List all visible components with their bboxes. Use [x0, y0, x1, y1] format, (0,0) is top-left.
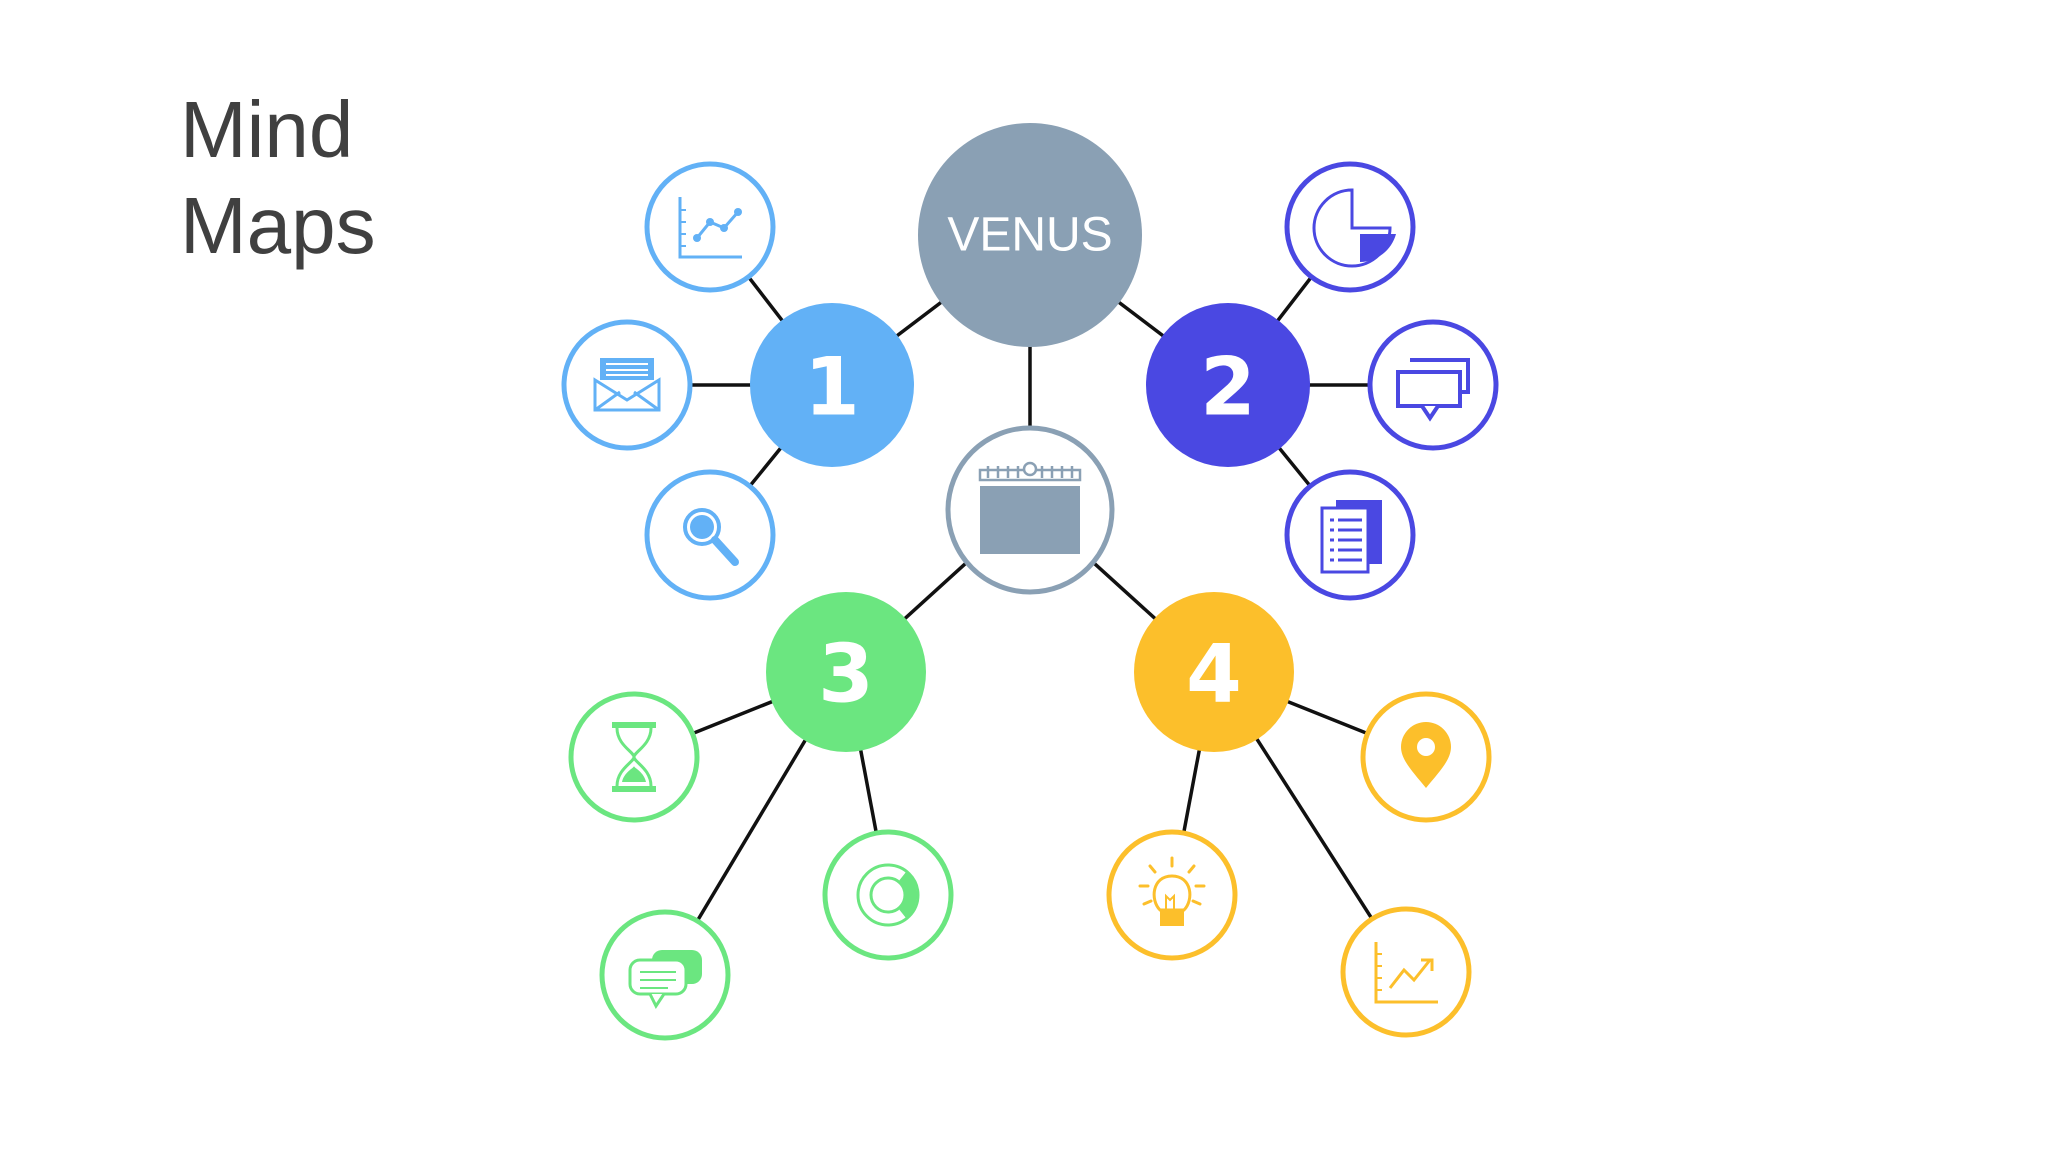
title-line-1: Mind — [180, 85, 354, 174]
branch-2: 2 — [1146, 303, 1310, 467]
branch-4: 4 — [1134, 592, 1294, 752]
branch-1-label: 1 — [804, 341, 860, 434]
venus-label: VENUS — [947, 209, 1112, 262]
venus-circle — [918, 123, 1142, 347]
pie-chart-icon — [1312, 188, 1396, 268]
branch-2-label: 2 — [1200, 341, 1256, 434]
branch-1-leaf-chart — [644, 161, 776, 293]
branch-3-leaf-hourglass — [568, 691, 700, 823]
calendar-icon — [978, 461, 1082, 554]
donut-chart-icon — [856, 863, 920, 927]
chat-icon — [628, 950, 702, 1009]
magnifier-icon — [683, 508, 739, 566]
calendar-node — [945, 425, 1115, 595]
branch-1: 1 — [750, 303, 914, 467]
branch-1-leaf-mail — [561, 319, 693, 451]
lightbulb-icon — [1138, 856, 1206, 926]
branch-4-circle — [1134, 592, 1294, 752]
branch-2-leaf-chat — [1367, 319, 1499, 451]
growth-chart-icon — [1374, 942, 1438, 1004]
branch-3-circle — [766, 592, 926, 752]
chat-bubbles-icon — [1396, 358, 1470, 422]
branch-2-leaf-pie — [1284, 161, 1416, 293]
location-pin-icon — [1401, 722, 1451, 788]
venus-node: VENUS — [918, 123, 1142, 347]
branch-4-leaf-growth — [1340, 906, 1472, 1038]
branch-3-leaf-donut — [822, 829, 954, 961]
branch-4-label: 4 — [1186, 628, 1242, 721]
branch-2-leaf-document — [1284, 469, 1416, 601]
title-line-2: Maps — [180, 181, 376, 270]
branch-3-label: 3 — [818, 628, 874, 721]
branch-3-leaf-chat — [599, 909, 731, 1041]
hourglass-icon — [612, 722, 656, 792]
envelope-icon — [593, 358, 661, 412]
branch-2-circle — [1146, 303, 1310, 467]
line-chart-icon — [678, 197, 742, 259]
branch-4-leaf-idea — [1106, 829, 1238, 961]
branch-3: 3 — [766, 592, 926, 752]
branch-1-leaf-search — [644, 469, 776, 601]
page-title: Mind Maps — [180, 82, 376, 274]
branch-4-leaf-location — [1360, 691, 1492, 823]
document-list-icon — [1320, 500, 1382, 574]
branch-1-circle — [750, 303, 914, 467]
